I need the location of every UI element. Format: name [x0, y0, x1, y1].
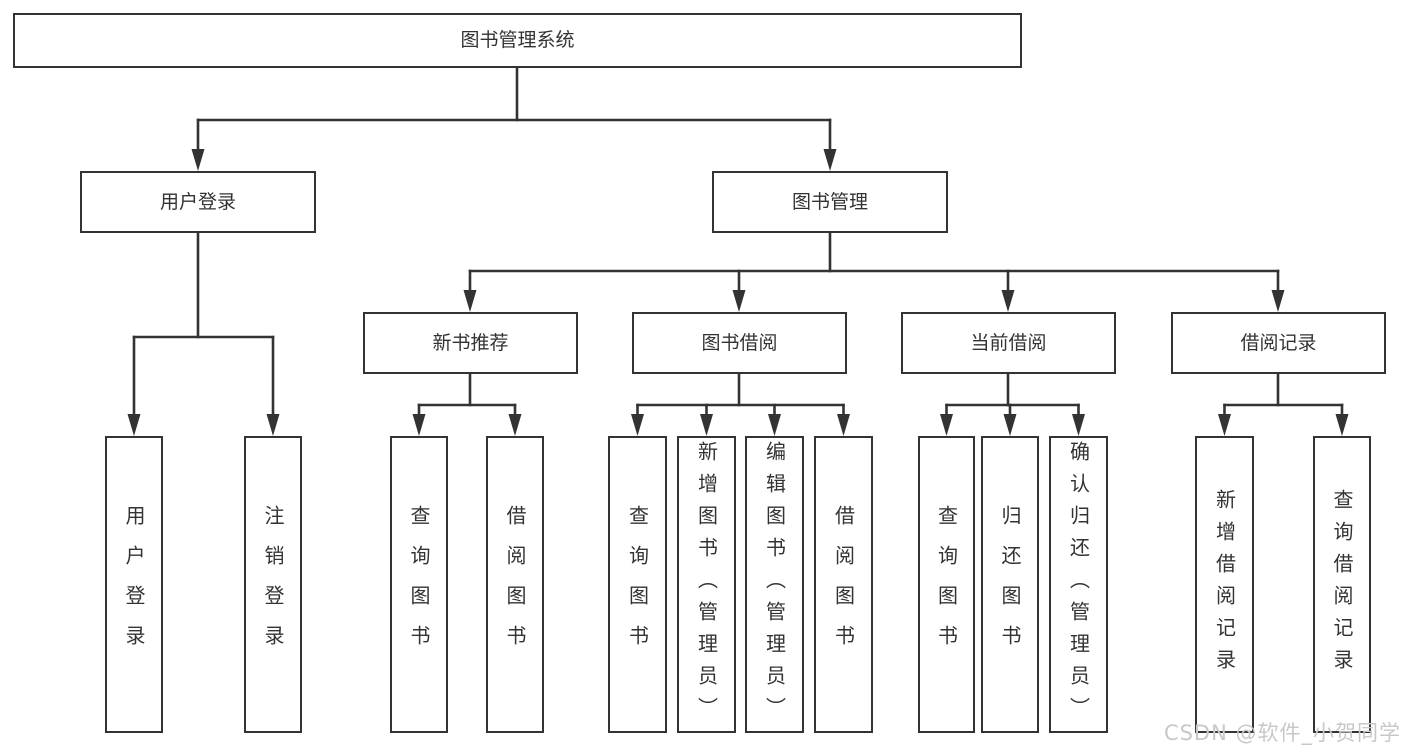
leaf-br-query-borrow-record: 查询借阅记录 [1313, 436, 1371, 733]
node-user-login: 用户登录 [80, 171, 316, 233]
leaf-user-login: 用户登录 [105, 436, 163, 733]
node-current-borrowing: 当前借阅 [901, 312, 1116, 374]
leaf-br-add-borrow-record: 新增借阅记录 [1195, 436, 1254, 733]
watermark: CSDN @软件_小贺同学 [1163, 721, 1401, 745]
leaf-cb-query-books: 查询图书 [918, 436, 975, 733]
leaf-bb-borrow-books: 借阅图书 [814, 436, 873, 733]
leaf-logout-login: 注销登录 [244, 436, 302, 733]
leaf-cb-confirm-return-admin: 确认归还（管理员） [1049, 436, 1108, 733]
leaf-nb-query-books: 查询图书 [390, 436, 448, 733]
node-book-management: 图书管理 [712, 171, 948, 233]
leaf-bb-edit-book-admin: 编辑图书（管理员） [745, 436, 804, 733]
node-borrowing-records: 借阅记录 [1171, 312, 1386, 374]
node-book-borrowing: 图书借阅 [632, 312, 847, 374]
node-library-management-system: 图书管理系统 [13, 13, 1022, 68]
leaf-bb-query-books: 查询图书 [608, 436, 667, 733]
leaf-cb-return-books: 归还图书 [981, 436, 1039, 733]
leaf-bb-add-book-admin: 新增图书（管理员） [677, 436, 736, 733]
node-new-book-recommendation: 新书推荐 [363, 312, 578, 374]
leaf-nb-borrow-books: 借阅图书 [486, 436, 544, 733]
